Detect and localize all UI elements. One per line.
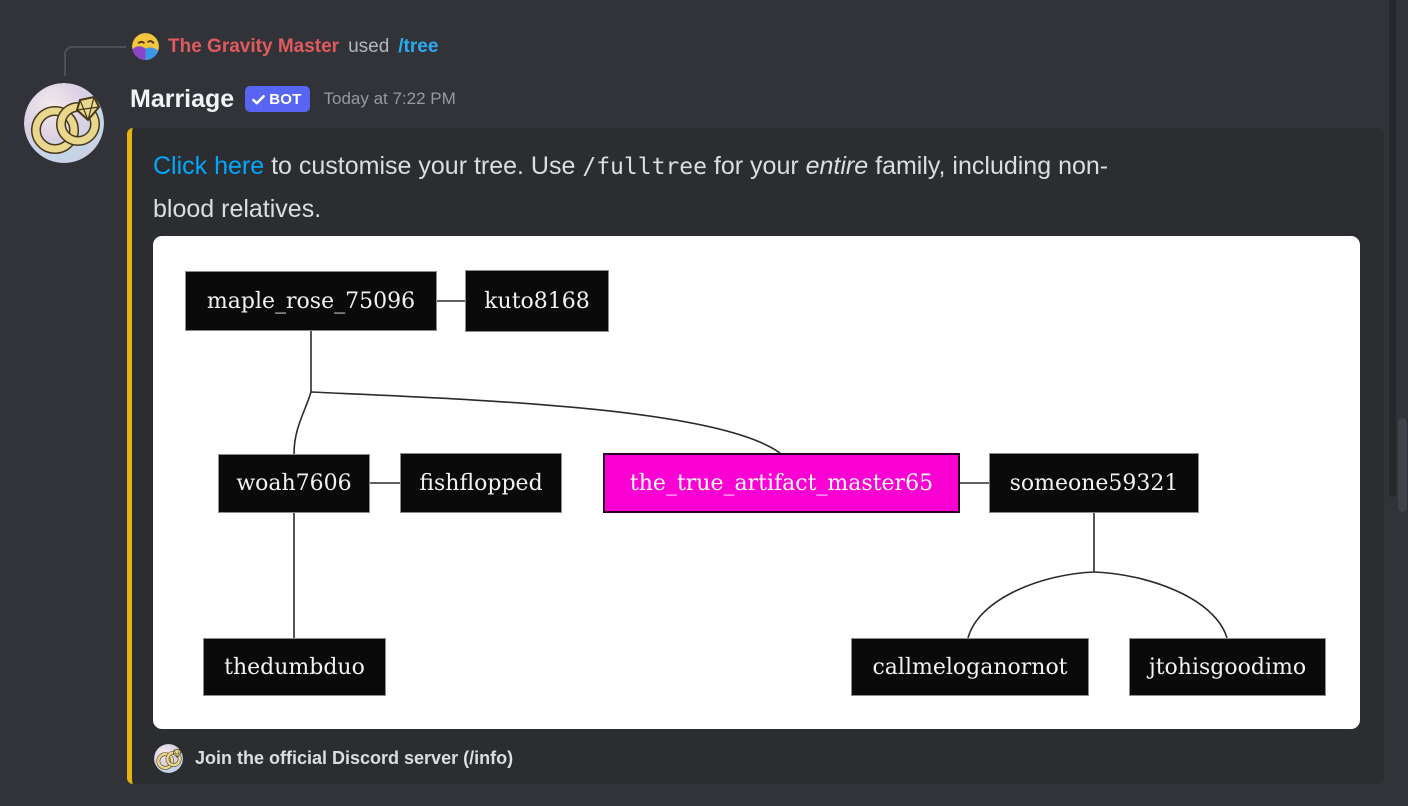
description-text-1: to customise your tree. Use <box>264 152 583 180</box>
reply-username[interactable]: The Gravity Master <box>168 35 340 57</box>
reply-spine <box>64 46 126 76</box>
tree-node-maple-rose: maple_rose_75096 <box>185 271 437 331</box>
wedding-rings-avatar[interactable] <box>24 83 104 163</box>
embed-footer-text: Join the official Discord server (/info) <box>195 748 514 768</box>
tree-node-kuto: kuto8168 <box>465 270 609 332</box>
tree-connector-lines <box>293 300 1228 639</box>
verified-check-icon <box>252 94 266 104</box>
tree-node-woah: woah7606 <box>218 454 370 513</box>
bot-embed: Click here to customise your tree. Use /… <box>127 128 1384 784</box>
fulltree-command-code: /fulltree <box>582 154 707 180</box>
click-here-link[interactable]: Click here <box>153 152 265 180</box>
description-text-2: for your <box>706 152 806 180</box>
tree-node-fishflopped: fishflopped <box>400 453 562 513</box>
laughing-emoji-avatar <box>132 33 159 60</box>
description-text-3: family, including non- <box>868 152 1109 180</box>
reply-action-text: used <box>348 35 390 57</box>
scrollbar-track <box>1389 0 1396 497</box>
embed-description: Click here to customise your tree. Use /… <box>153 145 1363 230</box>
embed-footer: Join the official Discord server (/info) <box>154 744 513 773</box>
tree-node-jtohisgoodimo: jtohisgoodimo <box>1129 638 1326 696</box>
tree-node-thedumbduo: thedumbduo <box>203 638 386 696</box>
tree-node-true-artifact-highlighted: the_true_artifact_master65 <box>603 453 960 513</box>
description-text-4: blood relatives. <box>153 195 322 223</box>
wedding-rings-icon <box>154 744 183 773</box>
tree-node-someone: someone59321 <box>989 453 1199 513</box>
description-italic: entire <box>805 152 869 180</box>
bot-badge: BOT <box>245 86 311 112</box>
tree-node-callmeloganornot: callmeloganornot <box>851 638 1089 696</box>
reply-context-row[interactable]: The Gravity Master used /tree <box>132 33 438 60</box>
reply-command-link[interactable]: /tree <box>398 35 439 57</box>
message-timestamp: Today at 7:22 PM <box>323 89 456 108</box>
bot-badge-label: BOT <box>269 90 302 108</box>
scrollbar-thumb[interactable] <box>1398 418 1407 512</box>
author-name[interactable]: Marriage <box>130 84 235 113</box>
family-tree-image[interactable]: maple_rose_75096 kuto8168 woah7606 fishf… <box>153 236 1360 729</box>
message-header: Marriage BOT Today at 7:22 PM <box>130 84 456 114</box>
